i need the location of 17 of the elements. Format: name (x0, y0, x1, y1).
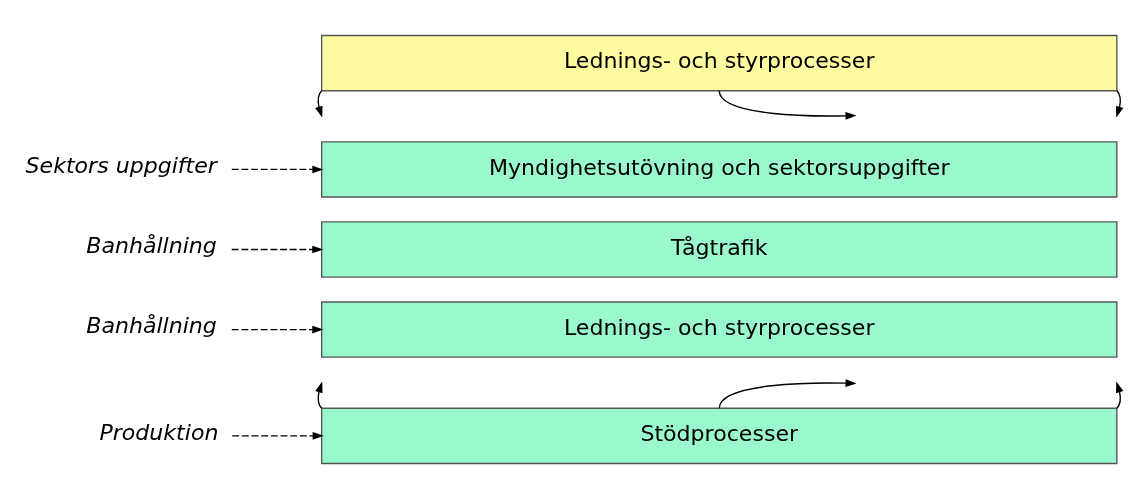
node-box: Tågtrafik (321, 221, 1118, 278)
node-text: Banhållning (86, 233, 217, 259)
node-box: Myndighetsutövning och sektorsuppgifter (321, 141, 1118, 198)
node-box: Lednings- och styrprocesser (321, 301, 1118, 358)
node-text: Banhållning (86, 313, 217, 339)
node-box: Lednings- och styrprocesser (321, 34, 1118, 92)
arrow (231, 432, 324, 440)
arrow (718, 90, 857, 120)
arrow (231, 245, 324, 254)
arrow (231, 165, 324, 174)
node-text: Sektors uppgifter (25, 153, 217, 179)
node-box: Stödprocesser (321, 407, 1118, 465)
arrow (231, 325, 324, 334)
arrow (718, 379, 857, 409)
arrow (1116, 381, 1124, 409)
arrow (1116, 90, 1124, 118)
node-text: Produktion (99, 419, 219, 445)
